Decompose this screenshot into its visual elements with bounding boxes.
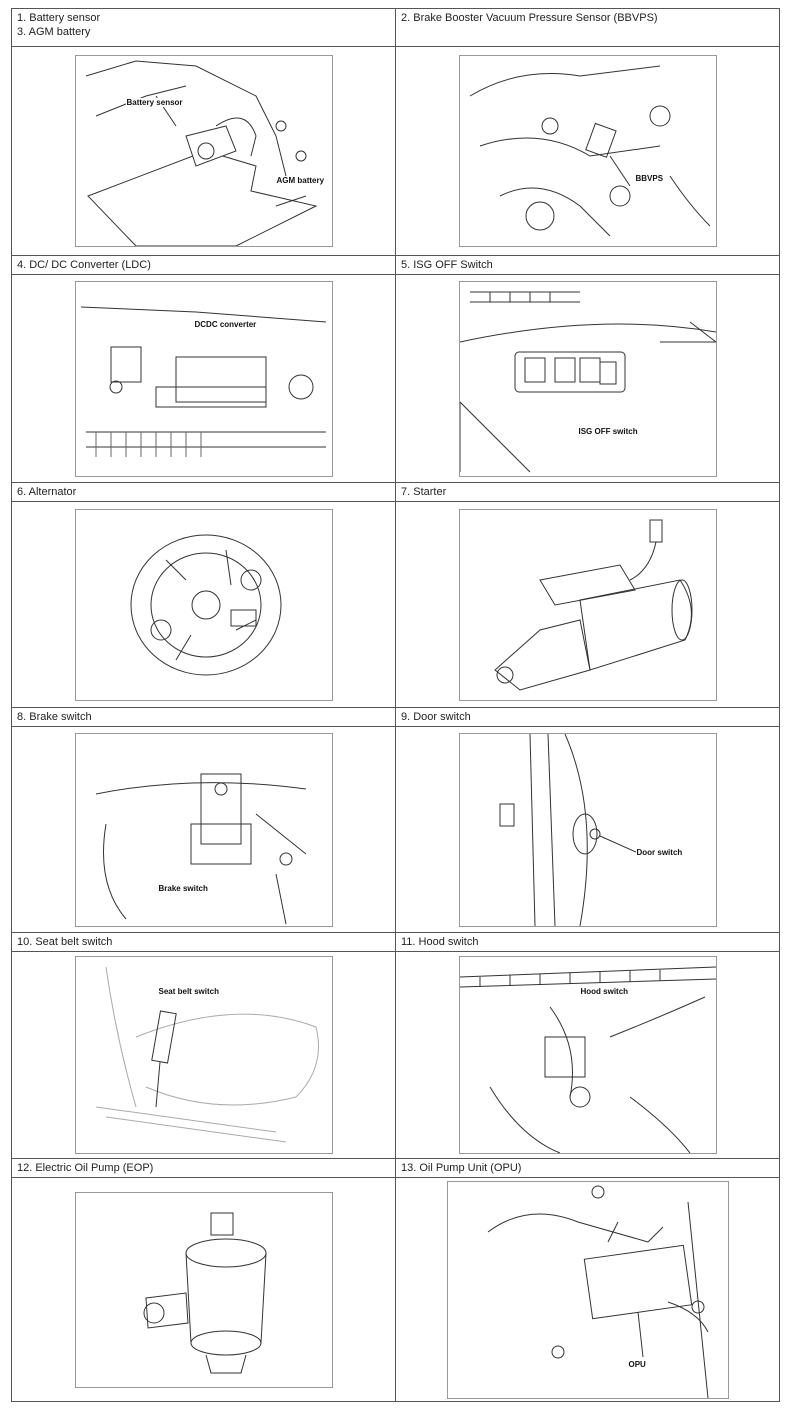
image-cell-hood-switch: Hood switch <box>395 951 780 1159</box>
header-cell-bbvps: 2. Brake Booster Vacuum Pressure Sensor … <box>395 8 780 47</box>
callout-dcdc-converter: DCDC converter <box>193 319 258 329</box>
opu-illustration: OPU <box>446 1180 729 1399</box>
isg-off-illustration: ISG OFF switch <box>458 280 717 477</box>
callout-battery-sensor: Battery sensor <box>125 98 184 107</box>
image-cell-ldc: DCDC converter <box>11 274 396 483</box>
header-row-2: 4. DC/ DC Converter (LDC) 5. ISG OFF Swi… <box>11 255 780 275</box>
alternator-illustration <box>74 508 333 701</box>
image-cell-battery: Battery sensor AGM battery <box>11 46 396 256</box>
callout-brake-switch: Brake switch <box>157 883 209 893</box>
header-cell-alternator: 6. Alternator <box>11 482 396 502</box>
isg-off-drawing <box>459 291 716 472</box>
callout-opu: OPU <box>627 1359 647 1369</box>
image-cell-starter <box>395 501 780 708</box>
eop-drawing <box>143 1212 266 1373</box>
header-row-5: 10. Seat belt switch 11. Hood switch <box>11 932 780 952</box>
starter-drawing <box>493 519 692 691</box>
header-cell-seat-belt: 10. Seat belt switch <box>11 932 396 952</box>
image-cell-alternator <box>11 501 396 708</box>
ldc-drawing <box>80 306 326 457</box>
header-line: 2. Brake Booster Vacuum Pressure Sensor … <box>401 12 658 24</box>
header-cell-battery: 1. Battery sensor 3. AGM battery <box>11 8 396 47</box>
callout-bbvps: BBVPS <box>634 174 665 183</box>
callout-seat-belt-switch: Seat belt switch <box>157 987 220 996</box>
brake-switch-illustration: Brake switch <box>74 732 333 927</box>
header-row-6: 12. Electric Oil Pump (EOP) 13. Oil Pump… <box>11 1158 780 1178</box>
header-line: 8. Brake switch <box>17 711 92 723</box>
image-cell-eop <box>11 1177 396 1402</box>
battery-illustration: Battery sensor AGM battery <box>74 55 333 247</box>
seat-belt-illustration: Seat belt switch <box>74 956 333 1154</box>
header-line: 11. Hood switch <box>401 936 479 948</box>
header-cell-opu: 13. Oil Pump Unit (OPU) <box>395 1158 780 1178</box>
image-cell-brake-switch: Brake switch <box>11 726 396 933</box>
hood-switch-illustration: Hood switch <box>458 956 717 1154</box>
bbvps-illustration: BBVPS <box>458 55 717 247</box>
component-table: 1. Battery sensor 3. AGM battery 2. Brak… <box>11 8 780 1402</box>
header-cell-door-switch: 9. Door switch <box>395 707 780 727</box>
door-switch-drawing <box>499 733 636 926</box>
battery-drawing <box>85 60 317 246</box>
callout-door-switch: Door switch <box>635 847 684 857</box>
header-cell-hood-switch: 11. Hood switch <box>395 932 780 952</box>
image-row-4: Brake switch Door switch <box>11 726 780 933</box>
door-switch-illustration: Door switch <box>458 732 717 927</box>
callout-agm-battery: AGM battery <box>275 176 326 185</box>
image-row-3 <box>11 501 780 708</box>
opu-drawing <box>487 1185 708 1398</box>
header-line: 7. Starter <box>401 486 447 498</box>
image-cell-bbvps: BBVPS <box>395 46 780 256</box>
header-line: 3. AGM battery <box>17 26 91 38</box>
image-cell-opu: OPU <box>395 1177 780 1402</box>
image-row-1: Battery sensor AGM battery <box>11 46 780 256</box>
header-row-1: 1. Battery sensor 3. AGM battery 2. Brak… <box>11 8 780 47</box>
eop-illustration <box>74 1191 333 1388</box>
image-row-5: Seat belt switch Hood switch <box>11 951 780 1159</box>
header-line: 10. Seat belt switch <box>17 936 113 948</box>
header-cell-eop: 12. Electric Oil Pump (EOP) <box>11 1158 396 1178</box>
image-row-6: OPU <box>11 1177 780 1402</box>
header-line: 5. ISG OFF Switch <box>401 259 493 271</box>
header-cell-starter: 7. Starter <box>395 482 780 502</box>
header-cell-isg-off: 5. ISG OFF Switch <box>395 255 780 275</box>
header-cell-brake-switch: 8. Brake switch <box>11 707 396 727</box>
header-row-4: 8. Brake switch 9. Door switch <box>11 707 780 727</box>
callout-isg-off-switch: ISG OFF switch <box>577 426 639 436</box>
header-row-3: 6. Alternator 7. Starter <box>11 482 780 502</box>
alternator-drawing <box>130 534 281 675</box>
header-line: 4. DC/ DC Converter (LDC) <box>17 259 151 271</box>
starter-illustration <box>458 508 717 701</box>
header-line: 12. Electric Oil Pump (EOP) <box>17 1162 154 1174</box>
brake-switch-drawing <box>95 773 306 924</box>
seat-belt-drawing <box>95 966 319 1143</box>
ldc-illustration: DCDC converter <box>74 280 333 477</box>
image-cell-door-switch: Door switch <box>395 726 780 933</box>
callout-hood-switch: Hood switch <box>579 987 630 996</box>
header-line: 13. Oil Pump Unit (OPU) <box>401 1162 522 1174</box>
bbvps-drawing <box>469 65 710 237</box>
image-cell-seat-belt: Seat belt switch <box>11 951 396 1159</box>
header-line: 1. Battery sensor <box>17 12 101 24</box>
image-row-2: DCDC converter ISG OFF s <box>11 274 780 483</box>
header-cell-ldc: 4. DC/ DC Converter (LDC) <box>11 255 396 275</box>
image-cell-isg-off: ISG OFF switch <box>395 274 780 483</box>
header-line: 9. Door switch <box>401 711 471 723</box>
header-line: 6. Alternator <box>17 486 77 498</box>
hood-switch-drawing <box>459 966 716 1153</box>
